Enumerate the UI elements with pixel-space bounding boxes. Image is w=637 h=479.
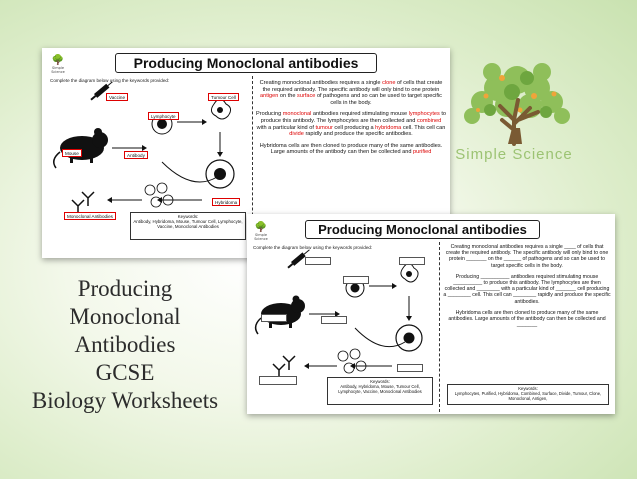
paragraph-text: of cells that create the required antibo… (262, 80, 443, 93)
paragraph-3: Hybridoma cells are then cloned to produ… (256, 143, 446, 156)
paragraph-text: Hybridoma cells are then cloned to produ… (259, 142, 443, 156)
paragraph-text: Creating monoclonal antibodies requires … (259, 80, 383, 86)
antibody-icon (71, 191, 95, 212)
hybridoma-icon (395, 324, 423, 352)
worksheet-title: Producing Monoclonal antibodies (305, 220, 540, 239)
worksheet-blank-preview: 🌳 Simple Science Producing Monoclonal an… (247, 214, 615, 414)
syringe-icon (90, 82, 115, 101)
diagram-back (53, 82, 235, 212)
promo-title-line: Biology Worksheets (31, 388, 219, 413)
highlighted-keyword: divide (289, 131, 304, 138)
keywords-title: Keywords: (518, 386, 538, 391)
worksheet-instruction: Complete the diagram below using the key… (50, 78, 170, 83)
blank-antibody (321, 316, 347, 324)
worksheet-instruction: Complete the diagram below using the key… (253, 245, 373, 250)
paragraph-text: antibodies required stimulating mouse (311, 111, 409, 118)
label-tumour-cell: Tumour Cell (208, 93, 239, 101)
label-monoclonal-antibodies: Monoclonal Antibodies (64, 212, 116, 220)
explanation-text: Creating monoclonal antibodies requires … (256, 80, 446, 161)
paragraph-text: with a particular kind of (256, 124, 316, 131)
highlighted-keyword: monoclonal (282, 111, 312, 118)
label-mouse: Mouse (62, 149, 82, 157)
highlighted-keyword: clone (382, 80, 396, 86)
highlighted-keyword: antigen (260, 93, 279, 100)
keywords-box: Keywords: Antibody, Hybridoma, Mouse, Tu… (130, 212, 246, 240)
tumour-cell-icon (400, 263, 419, 283)
tumour-cell-icon (210, 98, 232, 120)
antibody-icon (272, 355, 296, 376)
diagram-front (254, 249, 423, 376)
mini-logo-text: Simple Science (254, 233, 268, 241)
mini-logo-text: Simple Science (51, 66, 65, 74)
explanation-text: Creating monoclonal antibodies requires … (443, 244, 611, 333)
paragraph-text: of pathogens and so can be used to targe… (315, 93, 442, 106)
paragraph-text: on the (278, 93, 298, 100)
label-hybridoma: Hybridoma (212, 198, 241, 206)
paragraph-text: Producing (256, 111, 283, 118)
mini-logo: 🌳 Simple Science (50, 55, 66, 75)
blank-tumour-cell (399, 257, 425, 265)
blank-vaccine (305, 257, 331, 265)
highlighted-keyword: combined (416, 117, 442, 124)
keywords-box: Keywords: Antibody, Hybridoma, Mouse, Tu… (327, 377, 433, 405)
promo-title-line: Antibodies (74, 332, 176, 357)
blank-hybridoma (397, 364, 423, 372)
label-lymphocyte: Lymphocyte (148, 112, 179, 120)
paragraph-text: cell producing a (332, 124, 376, 131)
highlighted-keyword: surface (297, 93, 316, 100)
keywords-box-text: Keywords: Lymphocytes, Purified, Hybrido… (447, 384, 609, 405)
label-vaccine: Vaccine (106, 93, 129, 101)
paragraph-text: cell. This cell can (401, 124, 446, 131)
tree-icon: 🌳 (254, 222, 268, 233)
highlighted-keyword: lymphocytes (408, 111, 440, 118)
mouse-icon (53, 128, 108, 169)
keywords-text: Antibody, Hybridoma, Mouse, Tumour Cell,… (338, 384, 422, 394)
tree-icon: 🌳 (51, 55, 65, 66)
column-divider (439, 242, 440, 412)
keywords-text: Antibody, Hybridoma, Mouse, Tumour Cell,… (133, 219, 243, 230)
cloned-cells-icon (144, 182, 174, 208)
paragraph-2: Producing __________ antibodies required… (443, 273, 611, 305)
paragraph-1: Creating monoclonal antibodies requires … (445, 244, 609, 269)
highlighted-keyword: purified (413, 149, 432, 156)
highlighted-keyword: tumour (315, 124, 333, 131)
promo-title-line: Producing (77, 276, 173, 301)
highlighted-keyword: hybridoma (375, 124, 402, 131)
blank-mouse (261, 314, 287, 322)
paragraph-text: rapidly and produce the specific antibod… (303, 131, 413, 138)
paragraph-2: Producing monoclonal antibodies required… (256, 111, 446, 137)
hybridoma-icon (205, 159, 235, 189)
simple-science-tree-logo (464, 63, 570, 146)
keywords-title: Keywords: (177, 214, 199, 219)
blank-monoclonal-antibodies (259, 376, 297, 385)
brand-name: Simple Science (455, 146, 573, 163)
worksheet-title: Producing Monoclonal antibodies (115, 53, 377, 73)
promo-title-line: Monoclonal (69, 304, 181, 329)
paragraph-text: to produce this antibody. The lymphocyte… (260, 111, 447, 124)
column-divider (252, 76, 253, 256)
paragraph-1: Creating monoclonal antibodies requires … (256, 80, 446, 106)
blank-lymphocyte (343, 276, 369, 284)
label-antibody: Antibody (124, 151, 148, 159)
promo-title: Producing Monoclonal Antibodies GCSE Bio… (10, 275, 240, 415)
syringe-icon (287, 249, 310, 269)
paragraph-3: Hybridoma cells are then cloned to produ… (448, 309, 606, 329)
cloned-cells-icon (337, 348, 367, 374)
mini-logo: 🌳 Simple Science (253, 222, 269, 242)
promo-title-line: GCSE (95, 360, 155, 385)
keywords-text: Lymphocytes, Purified, Hybridoma, Combin… (454, 391, 602, 401)
keywords-title: Keywords: (370, 379, 390, 384)
